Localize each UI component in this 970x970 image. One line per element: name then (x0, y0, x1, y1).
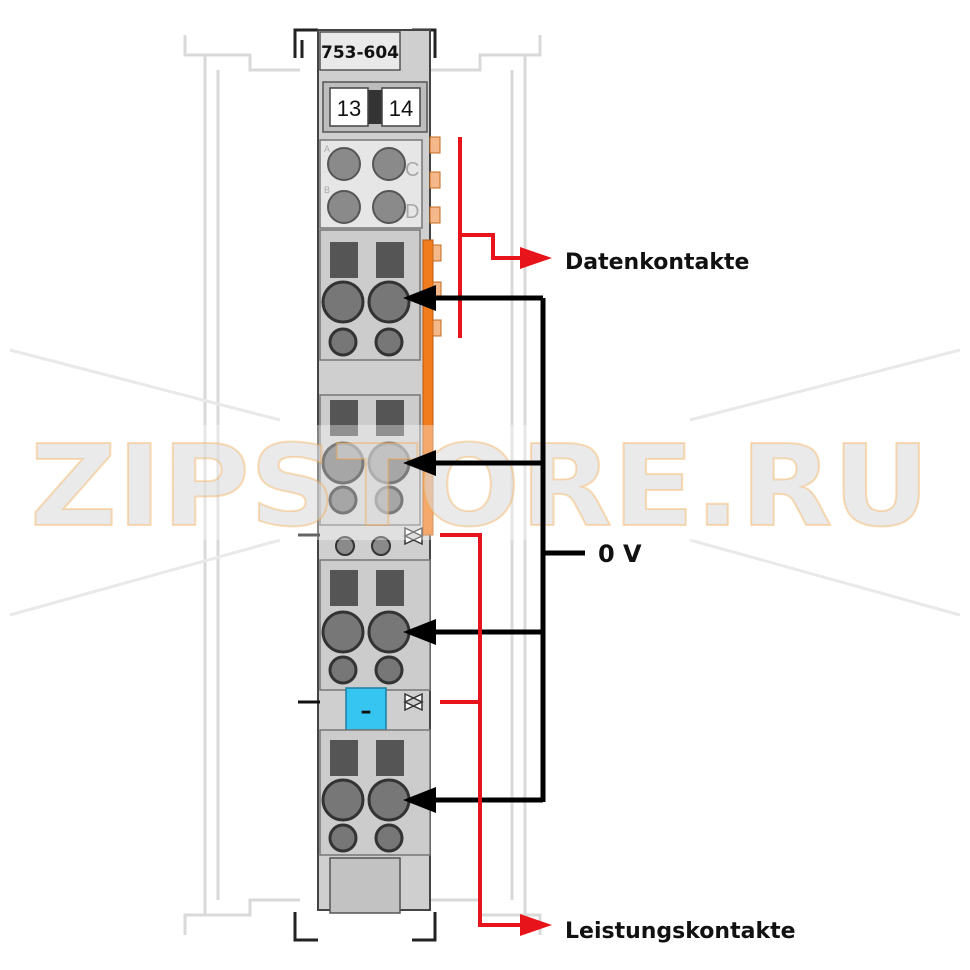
din-rail-outline (183, 35, 542, 935)
power-contacts-arrow-icon (520, 914, 552, 936)
part-number: 753-604 (321, 43, 399, 63)
data-contacts-label: Datenkontakte (565, 250, 749, 275)
led-letter-b: B (324, 185, 330, 195)
data-contacts (429, 136, 441, 224)
zero-volt-arrow-icons (403, 285, 436, 813)
led-c-icon (372, 147, 406, 181)
watermark: ZIPSTORE.RU (22, 421, 940, 553)
led-a-icon (327, 147, 361, 181)
led-letter-c: C (405, 159, 419, 181)
marker-left-label: 13 (337, 96, 361, 121)
zero-volt-bus (432, 295, 585, 803)
led-letter-d: D (405, 201, 419, 223)
marker-slot (366, 90, 384, 124)
terminal-block-2 (319, 394, 421, 526)
marker-13 (329, 87, 369, 127)
terminal-block-3 (319, 559, 431, 691)
bottom-latch (293, 857, 437, 942)
power-jumper-row-2 (298, 692, 424, 712)
power-contacts-callout (440, 533, 520, 927)
part-number-plate (319, 31, 401, 71)
data-contacts-callout (458, 137, 520, 338)
terminal-block-1 (319, 229, 421, 361)
terminal-block-4 (319, 729, 431, 856)
led-d-icon (372, 190, 406, 224)
watermark-lines (9, 348, 961, 617)
power-jumper-row-1 (298, 526, 424, 556)
data-contact-bar (422, 239, 434, 536)
data-contacts-arrow-icon (520, 247, 552, 269)
marker-right-label: 14 (389, 96, 413, 121)
watermark-text: ZIPSTORE.RU (30, 422, 930, 552)
minus-symbol: – (361, 699, 372, 724)
led-b-icon (327, 190, 361, 224)
zero-volt-label: 0 V (598, 540, 642, 568)
power-contacts-label: Leistungskontakte (565, 919, 796, 944)
led-letter-a: A (324, 144, 330, 154)
marker-14 (381, 87, 421, 127)
